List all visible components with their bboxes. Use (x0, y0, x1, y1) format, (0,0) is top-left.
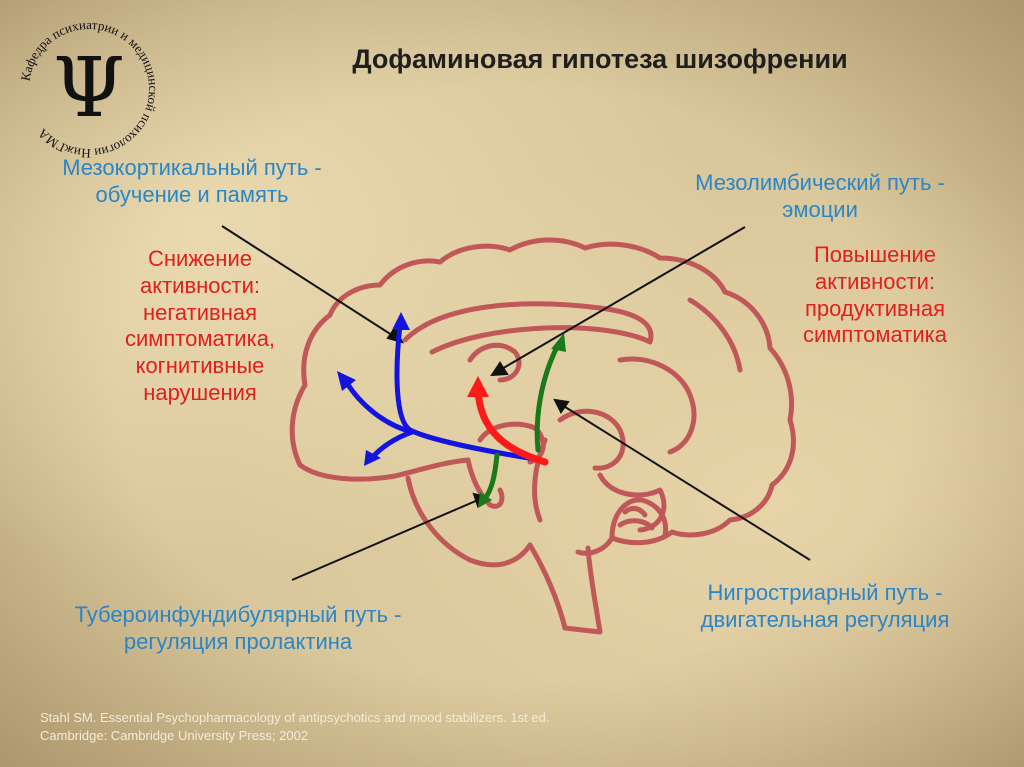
increase-line: Повышение (813, 242, 937, 267)
label-mesocortical-line2: обучение и память (95, 181, 289, 207)
label-tuberoinfundibular: Тубероинфундибулярный путь - регуляция п… (18, 602, 458, 656)
label-tuberoinfundibular-line1: Тубероинфундибулярный путь - (74, 602, 402, 627)
label-mesolimbic: Мезолимбический путь - эмоции (640, 170, 1000, 224)
mesolimbic-arrowhead (467, 376, 489, 397)
department-logo: Кафедра психиатрии и медицинской психоло… (14, 14, 164, 164)
slide-title: Дофаминовая гипотеза шизофрении (352, 44, 848, 74)
label-mesocortical: Мезокортикальный путь - обучение и памят… (22, 155, 362, 209)
tuberoinfundibular-arrowhead (478, 492, 492, 508)
label-nigrostriatal-line2: двигательная регуляция (700, 606, 950, 632)
pointer-mesolimbic (499, 226, 746, 371)
decrease-line: нарушения (143, 380, 257, 406)
mesocortical-arrowheads (337, 312, 410, 466)
mesolimbic-pathway (474, 386, 549, 466)
citation-line1: Stahl SM. Essential Psychopharmacology o… (40, 710, 550, 725)
decrease-line: когнитивные (135, 353, 265, 379)
logo-emblem: Кафедра психиатрии и медицинской психоло… (18, 17, 161, 161)
label-increased-activity: Повышение активности: продуктивная симпт… (760, 242, 990, 349)
brain-outline (289, 237, 796, 635)
label-nigrostriatal-line1: Нигростриарный путь - (707, 580, 943, 605)
pointer-tuberoinfundibular (291, 499, 479, 581)
decrease-line: негативная (142, 299, 258, 325)
increase-line: симптоматика (803, 322, 947, 348)
label-tuberoinfundibular-line2: регуляция пролактина (123, 628, 353, 654)
increase-line: активности: (814, 268, 936, 294)
increase-line: продуктивная (805, 295, 945, 321)
pointer-nigrostriatal (561, 404, 811, 561)
decrease-line: Снижение (148, 246, 252, 271)
pointer-mesocortical (221, 225, 396, 338)
psi-symbol: Ψ (53, 41, 125, 136)
nigrostriatal-pathway (534, 342, 561, 453)
pointer-mesolimbic-arrowhead (490, 361, 509, 377)
decrease-line: симптоматика, (124, 326, 276, 352)
label-mesolimbic-line1: Мезолимбический путь - (695, 170, 945, 195)
tuberoinfundibular-pathway (481, 452, 500, 503)
label-decreased-activity: Снижение активности: негативная симптома… (70, 246, 330, 407)
label-nigrostriatal: Нигростриарный путь - двигательная регул… (650, 580, 1000, 634)
decrease-line: активности: (139, 272, 261, 298)
label-mesolimbic-line2: эмоции (782, 196, 858, 222)
source-citation: Stahl SM. Essential Psychopharmacology o… (40, 709, 760, 744)
nigrostriatal-arrowhead (551, 333, 566, 352)
citation-line2: Cambridge: Cambridge University Press; 2… (40, 727, 309, 743)
pointer-nigrostriatal-arrowhead (553, 398, 570, 414)
pointer-lines (221, 225, 811, 581)
label-mesocortical-line1: Мезокортикальный путь - (62, 155, 322, 180)
